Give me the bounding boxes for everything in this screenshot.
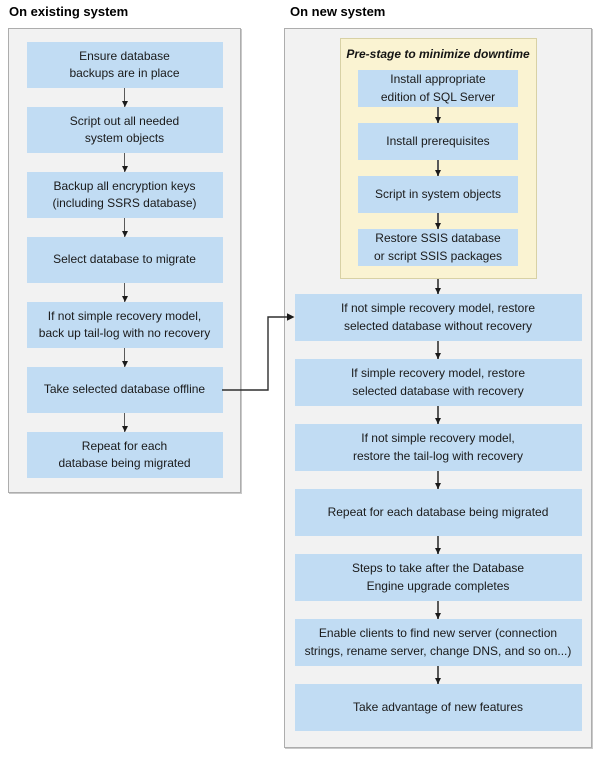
down-arrow	[437, 601, 439, 619]
prestage-group: Pre-stage to minimize downtime Install a…	[339, 38, 537, 279]
existing-system-title: On existing system	[9, 4, 129, 19]
step-new-features: Take advantage of new features	[294, 684, 582, 731]
step-backup-encryption-keys: Backup all encryption keys (including SS…	[26, 172, 223, 218]
down-arrow	[437, 279, 439, 294]
step-enable-clients: Enable clients to find new server (conne…	[294, 619, 582, 666]
down-arrow	[437, 341, 439, 359]
step-restore-with-recovery: If simple recovery model, restore select…	[294, 359, 582, 406]
down-arrow	[437, 160, 439, 176]
down-arrow	[437, 107, 439, 123]
step-restore-without-recovery: If not simple recovery model, restore se…	[294, 294, 582, 341]
down-arrow	[123, 218, 126, 237]
new-system-panel: Pre-stage to minimize downtime Install a…	[284, 28, 592, 748]
step-restore-tail-log: If not simple recovery model, restore th…	[294, 424, 582, 471]
step-backup-tail-log: If not simple recovery model, back up ta…	[26, 302, 223, 348]
down-arrow	[123, 348, 126, 367]
down-arrow	[437, 536, 439, 554]
down-arrow	[123, 88, 126, 107]
step-repeat-each-database-new: Repeat for each database being migrated	[294, 489, 582, 536]
step-repeat-each-database-existing: Repeat for each database being migrated	[26, 432, 223, 478]
existing-system-panel: Ensure database backups are in place Scr…	[8, 28, 241, 493]
step-restore-ssis: Restore SSIS database or script SSIS pac…	[358, 229, 518, 266]
new-system-title: On new system	[290, 4, 386, 19]
step-ensure-backups: Ensure database backups are in place	[26, 42, 223, 88]
step-post-upgrade-steps: Steps to take after the Database Engine …	[294, 554, 582, 601]
down-arrow	[437, 213, 439, 229]
down-arrow	[437, 666, 439, 684]
step-select-database: Select database to migrate	[26, 237, 223, 283]
step-take-database-offline: Take selected database offline	[26, 367, 223, 413]
down-arrow	[437, 406, 439, 424]
step-install-sql-server: Install appropriate edition of SQL Serve…	[358, 70, 518, 107]
prestage-title: Pre-stage to minimize downtime	[346, 47, 530, 61]
down-arrow	[123, 283, 126, 302]
step-script-in-system-objects: Script in system objects	[358, 176, 518, 213]
down-arrow	[123, 153, 126, 172]
down-arrow	[437, 471, 439, 489]
step-install-prerequisites: Install prerequisites	[358, 123, 518, 160]
down-arrow	[123, 413, 126, 432]
step-script-system-objects: Script out all needed system objects	[26, 107, 223, 153]
